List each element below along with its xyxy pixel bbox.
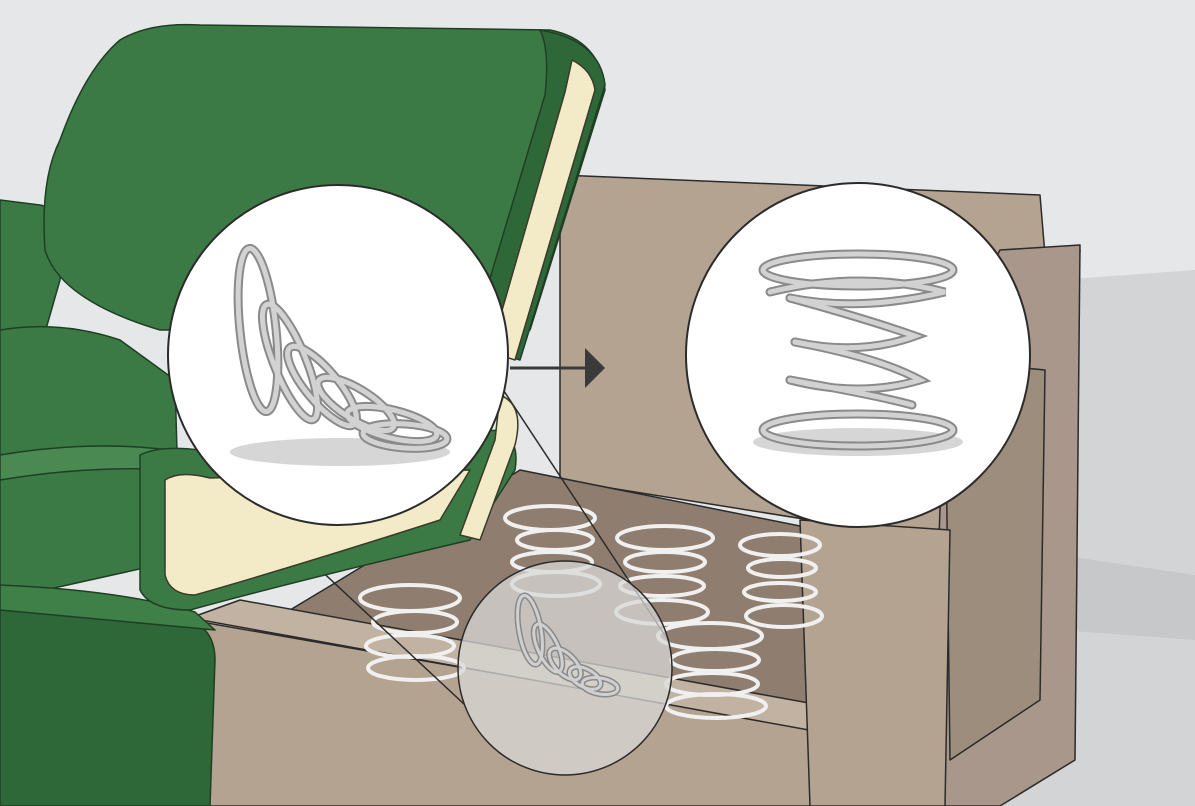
sofa-left-arm — [0, 199, 216, 806]
magnifier-lens — [457, 560, 673, 776]
callout-collapsed-spring — [167, 184, 509, 526]
spring-back-right — [738, 532, 824, 629]
cushion-right-band — [459, 394, 519, 541]
arrow-right-icon — [510, 348, 605, 388]
healthy-spring-icon — [758, 249, 958, 451]
callout-healthy-spring — [685, 182, 1031, 528]
collapsed-spring-icon — [233, 243, 452, 453]
arm-front-top — [0, 584, 216, 631]
frame-inner-post — [799, 519, 951, 806]
floor-shadow — [1060, 555, 1195, 640]
